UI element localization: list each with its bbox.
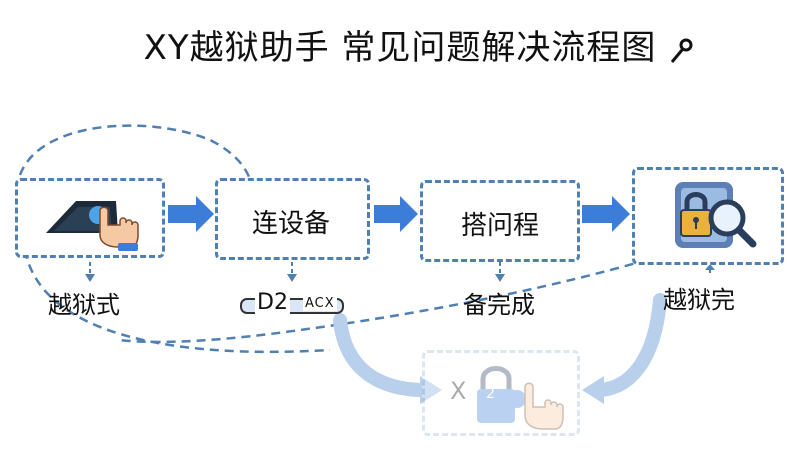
faded-arrowhead-right — [582, 376, 604, 404]
step-label-connect-device: 连设备 — [252, 209, 331, 239]
label-arrowhead-3 — [495, 274, 505, 282]
pen-icon — [670, 38, 693, 63]
hand-tap-icon — [46, 201, 139, 251]
step-sublabel-1: 越狱式 — [48, 291, 120, 319]
step-sublabel-2b: ACX — [303, 296, 337, 311]
label-arrowhead-2 — [287, 274, 297, 282]
step-sublabel-3: 备完成 — [463, 291, 535, 319]
step-sublabel-2: D2 — [255, 290, 290, 315]
faded-arrow-right — [593, 293, 667, 397]
result-box[interactable]: X 2 — [422, 350, 580, 436]
label-arrowhead-4 — [705, 264, 715, 270]
step-arrow-2 — [374, 196, 418, 232]
step-box-jailbreak-mode[interactable] — [15, 178, 165, 258]
label-arrowhead-1 — [85, 274, 95, 282]
result-badge: 2 — [486, 386, 495, 402]
result-box-label: X — [450, 377, 467, 405]
lock-hand-icon — [477, 366, 564, 430]
bottom-left-connector — [23, 249, 331, 354]
step-arrow-1 — [168, 196, 214, 232]
diagonal-connector — [119, 213, 776, 344]
diagram-title: XY越狱助手 常见问题解决流程图 — [143, 28, 657, 68]
step-box-connect-device[interactable]: 连设备 — [215, 178, 370, 260]
step-box-jailbreak-done[interactable] — [632, 167, 784, 265]
lock-search-icon — [675, 182, 757, 248]
step-label-search: 搭问程 — [461, 211, 540, 241]
step-sublabel-4: 越狱完 — [663, 286, 735, 314]
faded-arrowhead-left — [420, 376, 442, 404]
faded-arrow-left — [333, 313, 432, 397]
step-arrow-3 — [582, 196, 630, 232]
step-box-search[interactable]: 搭问程 — [420, 180, 580, 262]
